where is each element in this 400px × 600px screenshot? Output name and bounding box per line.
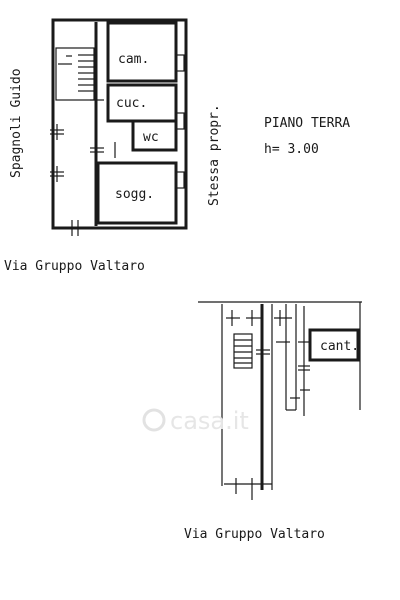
- watermark-text: casa.it: [170, 407, 249, 435]
- room-sogg: [96, 161, 178, 225]
- bottom-door-marks: [64, 220, 88, 236]
- stair-well: [55, 47, 95, 101]
- right-windows: [175, 54, 185, 189]
- room-wc: [131, 119, 178, 152]
- room-label-cant: cant.: [320, 339, 359, 354]
- floor-title: PIANO TERRA: [264, 116, 350, 131]
- watermark: casa.it: [142, 407, 249, 435]
- ground-floor-plan: cam. cuc. wc sogg.: [50, 18, 188, 236]
- room-cant: [308, 328, 360, 362]
- room-cam: [106, 21, 178, 83]
- neighbor-label: Stessa propr.: [207, 104, 222, 206]
- room-label-wc: wc: [143, 130, 159, 145]
- room-label-sogg: sogg.: [115, 187, 154, 202]
- street-label-top: Via Gruppo Valtaro: [4, 259, 145, 274]
- cellar-stair: [233, 333, 253, 369]
- corridor-ticks: [50, 99, 116, 182]
- street-label-bottom: Via Gruppo Valtaro: [184, 527, 325, 542]
- room-label-cuc: cuc.: [116, 96, 147, 111]
- cellar-ticks: [224, 310, 310, 500]
- height-label: h= 3.00: [264, 142, 319, 157]
- owner-label: Spagnoli Guido: [9, 68, 24, 178]
- outer-wall: [51, 18, 188, 230]
- cellar-plan: cant.: [198, 301, 362, 500]
- stair-steps: [58, 54, 94, 92]
- room-label-cam: cam.: [118, 52, 149, 67]
